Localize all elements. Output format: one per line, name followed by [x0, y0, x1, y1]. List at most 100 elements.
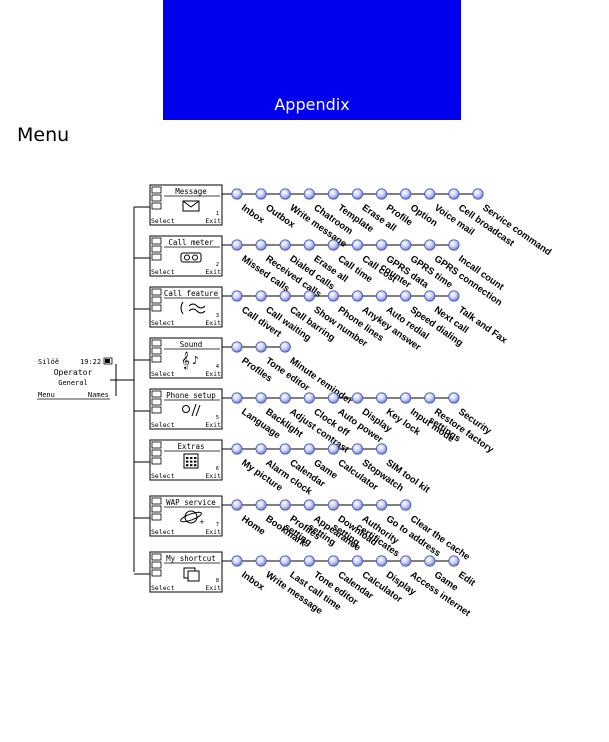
menu-item-node — [303, 555, 315, 567]
page-heading: Menu — [17, 124, 70, 146]
menu-item-node — [279, 188, 291, 200]
menu-number: 8 — [216, 578, 219, 584]
status-indicator-icon — [151, 355, 162, 363]
menu-item-node — [303, 290, 315, 302]
menu-item-node — [351, 555, 364, 567]
svg-text:♪: ♪ — [192, 354, 199, 367]
menu-item-node — [351, 499, 364, 511]
root-profile: General — [58, 379, 88, 387]
screen-frame — [149, 286, 223, 328]
status-indicator-icon — [151, 304, 162, 312]
menu-number: 2 — [216, 262, 219, 268]
menu-item-node — [231, 555, 243, 567]
menu-item-node — [327, 499, 339, 511]
menu-item-node — [255, 239, 267, 251]
root-status-left: Silöê — [38, 358, 59, 366]
globe-icon: + — [180, 510, 205, 526]
status-indicator-icon — [151, 406, 162, 414]
menu-item-node — [327, 239, 339, 251]
softkey-right: Exit — [205, 472, 221, 480]
screen-frame — [149, 551, 223, 593]
menu-number: 4 — [216, 364, 220, 370]
menu-item-node — [375, 188, 388, 200]
tree-connectors — [110, 207, 135, 572]
menu-item-label: Home — [239, 513, 267, 537]
softkey-left: Select — [151, 319, 175, 327]
status-indicator-icon — [151, 194, 162, 202]
menu-number: 6 — [216, 466, 219, 472]
root-left-soft: Menu — [38, 391, 55, 399]
menu-title: Call feature — [164, 289, 219, 298]
menu-item-node — [375, 239, 388, 251]
screen-frame — [149, 439, 223, 481]
menu-item-node — [424, 392, 436, 404]
menu-item-node — [279, 392, 291, 404]
status-indicator-icon — [151, 347, 162, 355]
menu-item-node — [255, 392, 267, 404]
softkey-left: Select — [151, 472, 175, 480]
status-indicator-icon — [151, 561, 162, 569]
menu-item-node — [327, 555, 339, 567]
music-note-icon: 𝄞♪ — [181, 351, 199, 369]
menu-item-node — [351, 443, 364, 455]
menu-item-node — [375, 555, 388, 567]
softkey-left: Select — [151, 217, 175, 225]
status-indicator-icon — [151, 569, 162, 577]
status-indicator-icon — [151, 441, 162, 449]
menu-item-node — [424, 239, 436, 251]
menu-item-node — [231, 443, 243, 455]
menu-item-node — [424, 555, 436, 567]
softkey-right: Exit — [205, 217, 221, 225]
menu-item-node — [231, 188, 243, 200]
status-indicator-icon — [151, 505, 162, 513]
menu-item-node — [255, 290, 267, 302]
menu-title: Phone setup — [166, 391, 216, 400]
menu-item-node — [327, 392, 339, 404]
menu-title: WAP service — [166, 498, 216, 507]
menu-item-node — [472, 188, 484, 200]
menu-number: 7 — [216, 522, 219, 528]
tools-icon — [182, 403, 201, 417]
status-indicator-icon — [151, 288, 162, 296]
menu-item-label: Edit — [456, 569, 478, 589]
menu-item-node — [231, 290, 243, 302]
menu-item-node — [279, 239, 291, 251]
menu-item-node — [231, 341, 243, 353]
softkey-right: Exit — [205, 268, 221, 276]
menu-item-node — [448, 392, 460, 404]
menu-title: Extras — [177, 442, 204, 451]
menu-item-node — [351, 290, 364, 302]
menu-item-node — [279, 290, 291, 302]
menu-item-node — [231, 392, 243, 404]
envelope-icon — [182, 200, 200, 212]
status-indicator-icon — [151, 237, 162, 245]
softkey-right: Exit — [205, 370, 221, 378]
menu-item-node — [303, 392, 315, 404]
status-indicator-icon — [151, 202, 162, 210]
meter-icon — [180, 252, 202, 263]
menu-item-node — [279, 499, 291, 511]
menu-title: Sound — [180, 340, 203, 349]
status-indicator-icon — [151, 449, 162, 457]
menu-item-node — [255, 499, 267, 511]
status-indicator-icon — [151, 513, 162, 521]
menu-item-label: Inbox — [239, 202, 267, 226]
status-indicator-icon — [151, 398, 162, 406]
softkey-left: Select — [151, 370, 175, 378]
softkey-left: Select — [151, 268, 175, 276]
menu-item-node — [279, 555, 291, 567]
menu-item-label: Inbox — [239, 569, 267, 593]
menu-item-node — [303, 188, 315, 200]
softkey-right: Exit — [205, 528, 221, 536]
screen-frame — [149, 235, 223, 277]
softkey-right: Exit — [205, 421, 221, 429]
